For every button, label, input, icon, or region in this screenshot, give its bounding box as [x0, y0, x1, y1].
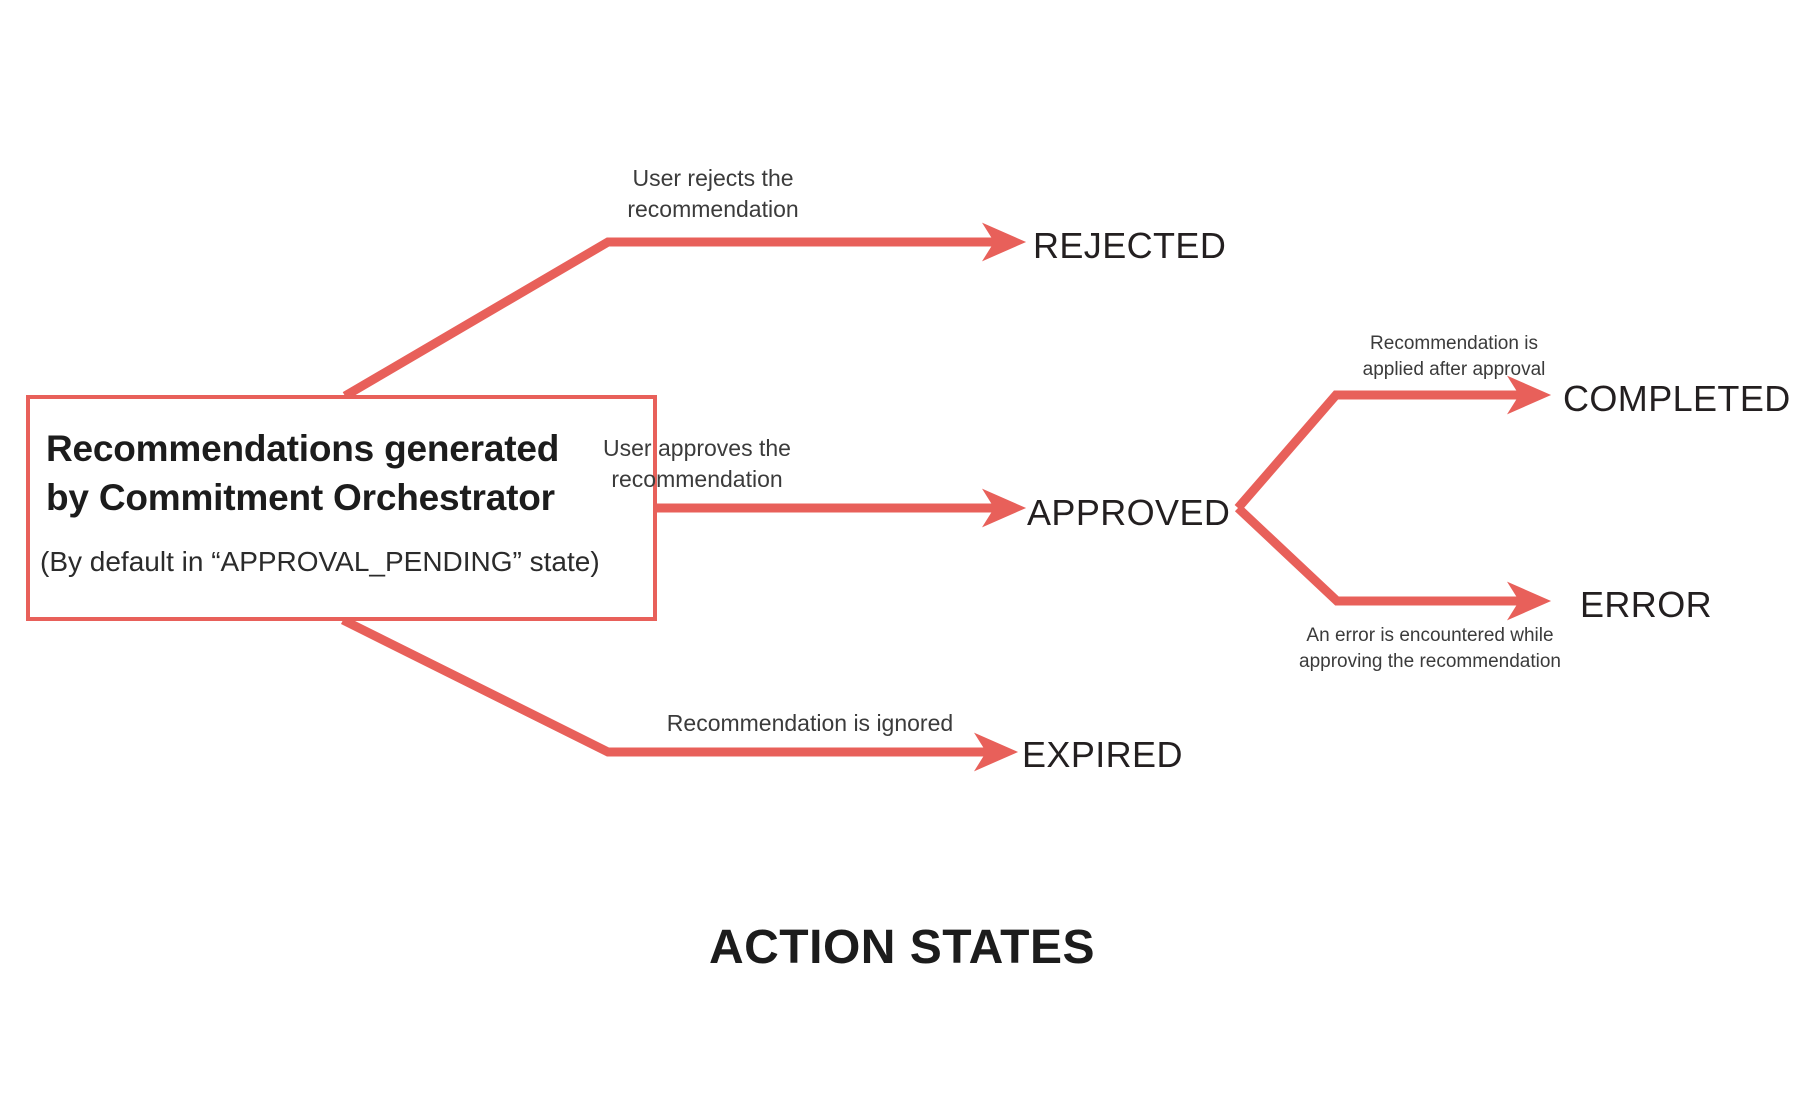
- source-node-title: Recommendations generated by Commitment …: [46, 428, 560, 519]
- source-node-subtitle: (By default in “APPROVAL_PENDING” state): [40, 546, 600, 577]
- edge-label-to-error: An error is encountered while approving …: [1299, 625, 1561, 672]
- state-label-completed: COMPLETED: [1563, 378, 1791, 419]
- edge-approved-to-completed: [1234, 375, 1552, 511]
- source-node-box: Recommendations generated by Commitment …: [26, 395, 657, 621]
- edge-label-to-expired: Recommendation is ignored: [666, 710, 954, 736]
- edge-label-to-approved: User approves the recommendation: [603, 435, 791, 493]
- diagram-title: ACTION STATES: [708, 921, 1096, 974]
- edge-source-to-rejected: [342, 222, 1027, 400]
- edge-approved-to-error: [1234, 504, 1552, 621]
- state-label-rejected: REJECTED: [1033, 225, 1227, 266]
- edge-label-to-completed: Recommendation is applied after approval: [1362, 333, 1546, 380]
- state-label-error: ERROR: [1580, 584, 1713, 625]
- edge-label-to-rejected: User rejects the recommendation: [627, 165, 799, 223]
- state-label-approved: APPROVED: [1027, 492, 1231, 533]
- state-label-expired: EXPIRED: [1022, 734, 1183, 775]
